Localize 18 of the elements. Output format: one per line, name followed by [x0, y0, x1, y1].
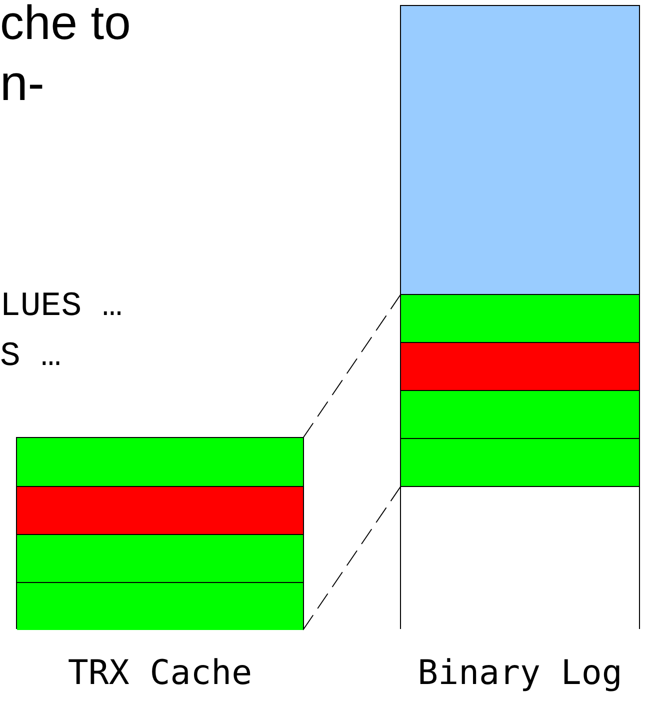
dashed-line [302, 294, 402, 438]
dashed-line [302, 486, 402, 630]
slide-text: LUES … [0, 290, 122, 324]
stack-segment [401, 6, 639, 294]
slide-text: che to [0, 0, 131, 48]
slide-text: S … [0, 340, 62, 374]
stack-segment [17, 438, 303, 486]
stack-segment [401, 294, 639, 342]
stack-segment [17, 582, 303, 630]
stack-segment [401, 438, 639, 486]
slide-text: n- [0, 58, 44, 108]
stack-segment [401, 390, 639, 438]
stack-caption: Binary Log [418, 656, 622, 690]
stack-segment [17, 486, 303, 534]
stack-segment [17, 534, 303, 582]
stack-segment [401, 486, 639, 630]
stack-segment [401, 342, 639, 390]
stack-caption: TRX Cache [68, 656, 252, 690]
